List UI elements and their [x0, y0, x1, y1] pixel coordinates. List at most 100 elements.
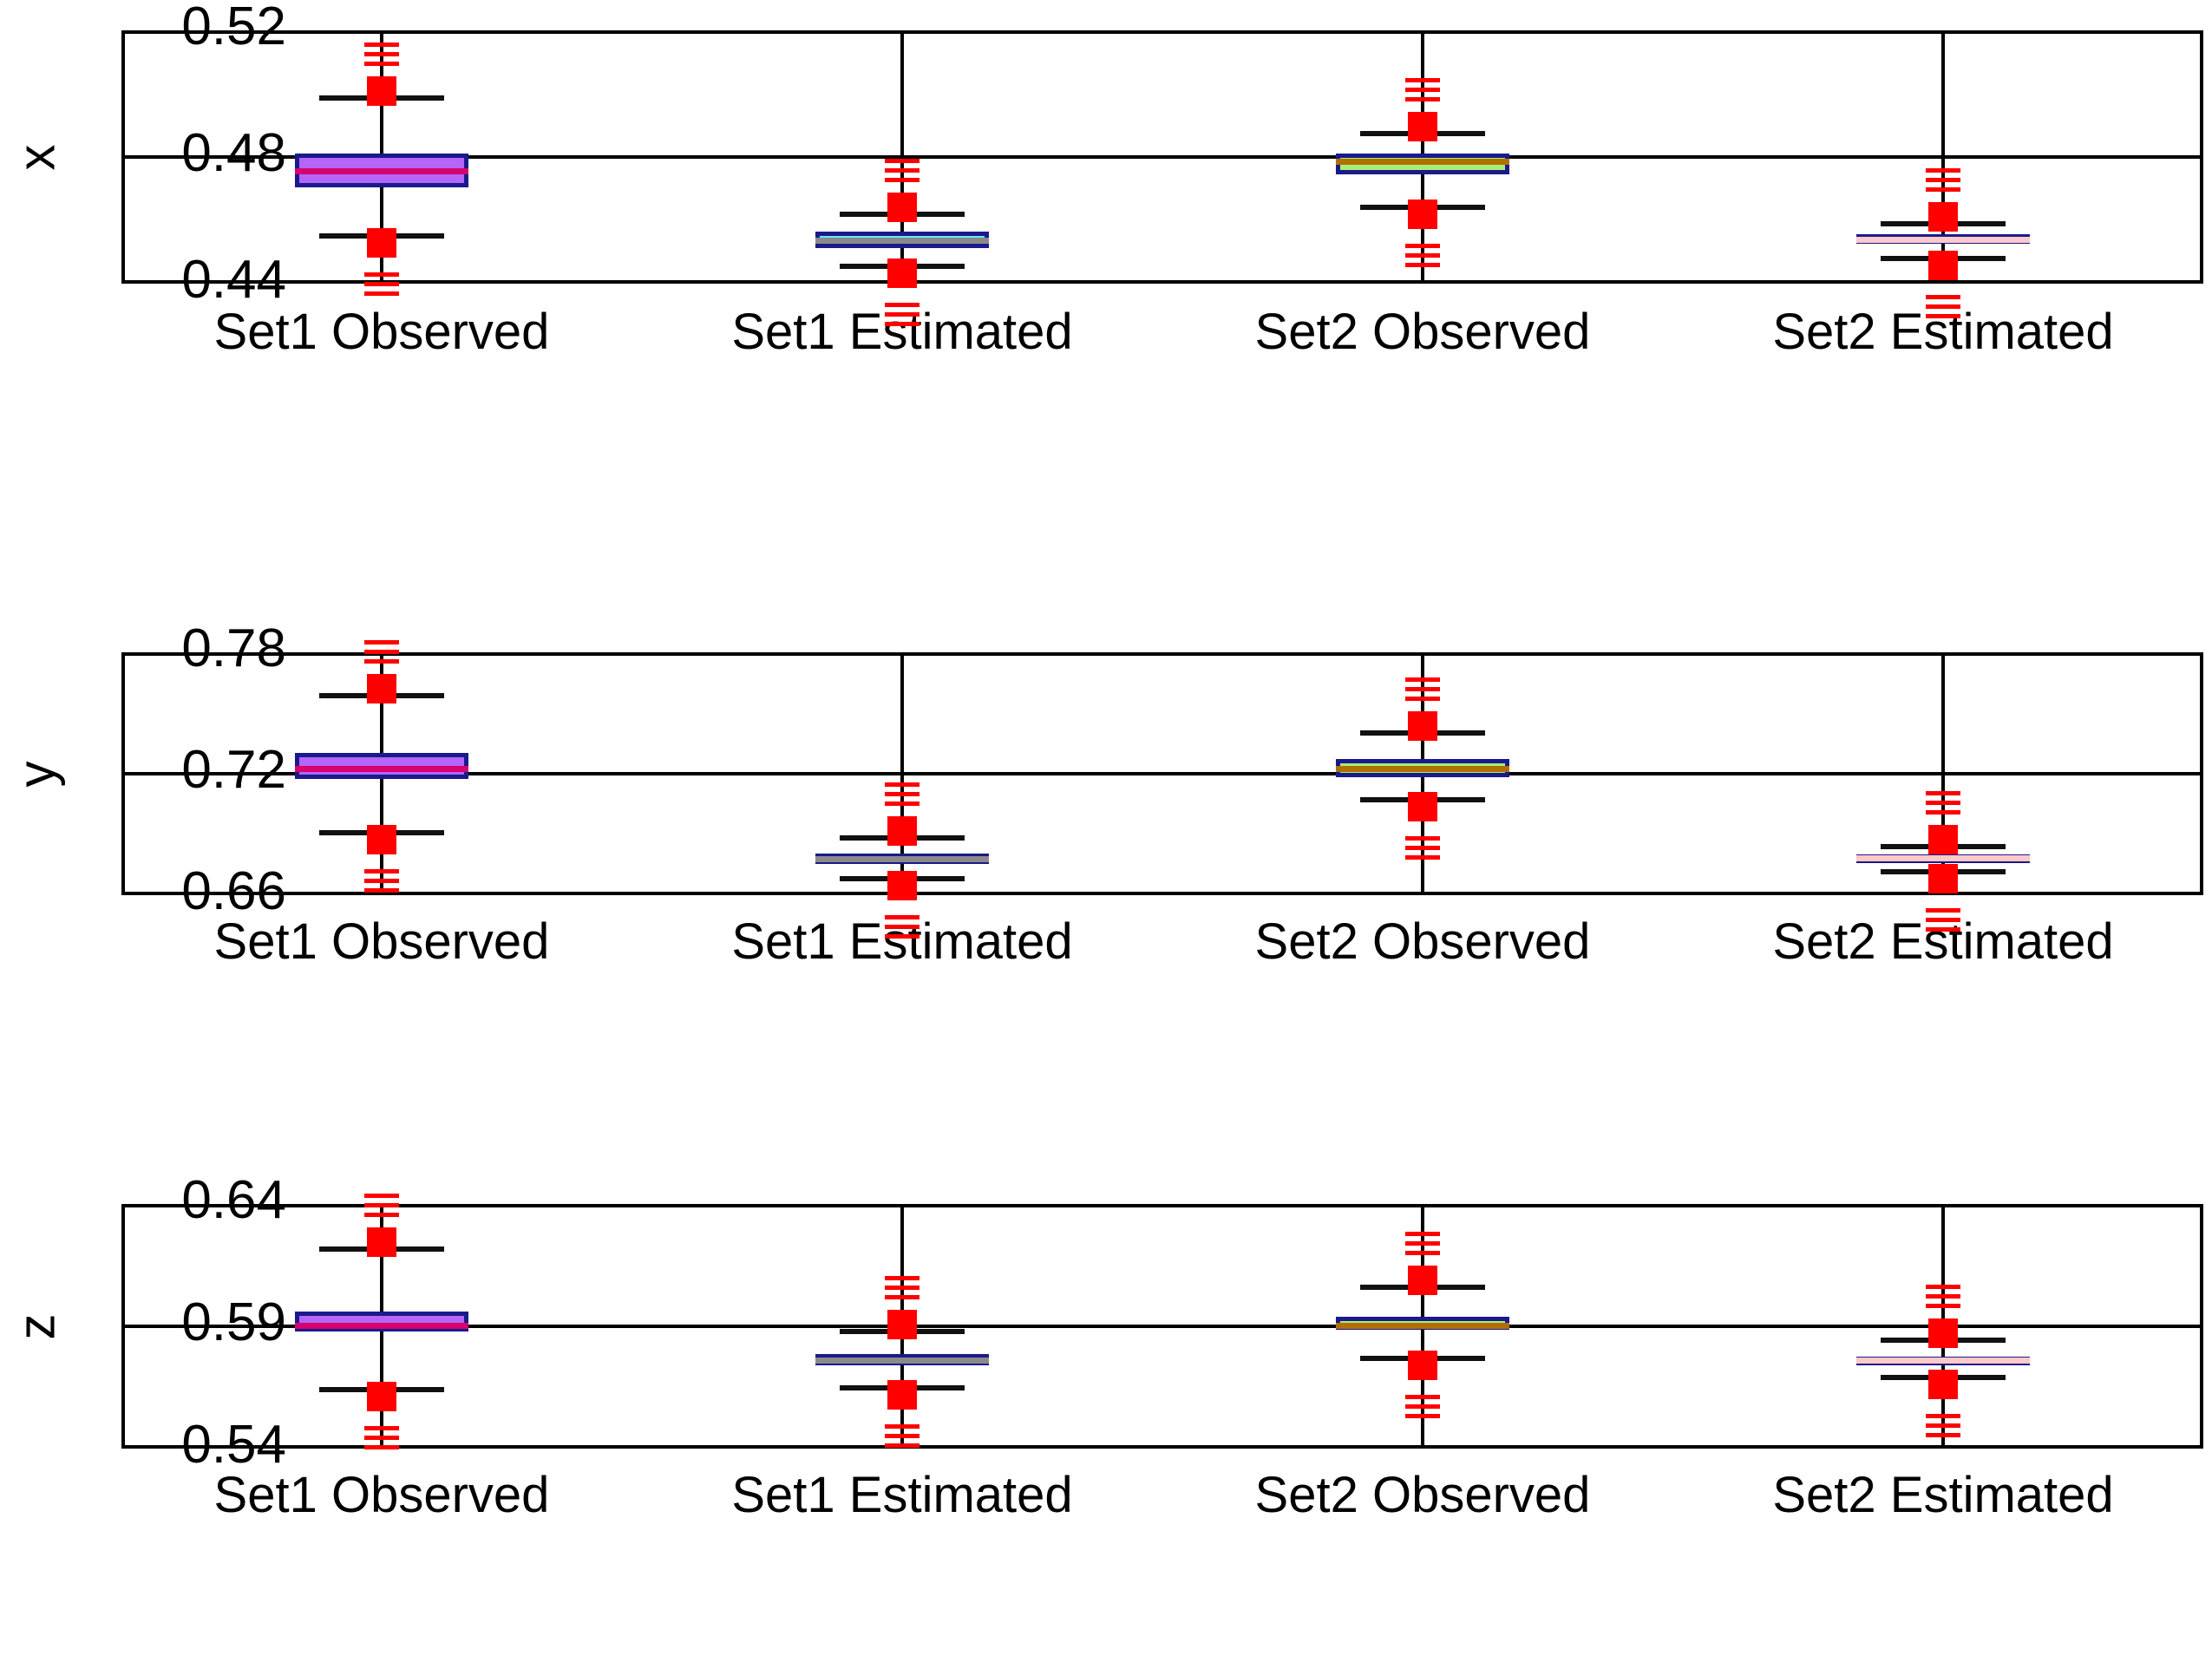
outlier-marker	[1408, 1350, 1437, 1380]
y-tick-label: 0.59	[181, 1292, 286, 1352]
median-line	[1856, 854, 2030, 861]
outlier-jitter-tick	[1405, 697, 1440, 702]
outlier-marker	[887, 1379, 917, 1410]
outlier-jitter-tick	[885, 1443, 919, 1448]
outlier-marker	[887, 1309, 917, 1339]
outlier-jitter-tick	[364, 1426, 399, 1431]
median-line	[1336, 766, 1509, 773]
outlier-jitter-tick	[1405, 77, 1440, 82]
x-tick-label: Set2 Estimated	[1772, 304, 2114, 360]
median-line	[295, 1322, 468, 1329]
outlier-marker	[1408, 111, 1437, 141]
outlier-jitter-tick	[885, 177, 919, 182]
outlier-jitter-tick	[885, 782, 919, 787]
outlier-marker	[367, 228, 396, 258]
outlier-jitter-tick	[1405, 1240, 1440, 1246]
outlier-jitter-tick	[1405, 87, 1440, 92]
outlier-jitter-tick	[364, 1203, 399, 1208]
median-line	[815, 237, 989, 244]
median-line	[815, 856, 989, 862]
outlier-jitter-tick	[885, 167, 919, 173]
outlier-jitter-tick	[885, 925, 919, 930]
median-line	[1336, 159, 1509, 166]
outlier-marker	[367, 1227, 396, 1258]
x-tick-label: Set2 Estimated	[1772, 1467, 2114, 1523]
outlier-jitter-tick	[364, 659, 399, 664]
y-tick-label: 0.52	[181, 0, 286, 56]
outlier-jitter-tick	[885, 321, 919, 326]
outlier-jitter-tick	[885, 934, 919, 939]
outlier-jitter-tick	[364, 887, 399, 893]
outlier-jitter-tick	[1405, 244, 1440, 249]
x-tick-label: Set2 Observed	[1254, 304, 1591, 360]
outlier-jitter-tick	[885, 791, 919, 796]
outlier-jitter-tick	[1405, 1231, 1440, 1236]
outlier-jitter-tick	[364, 1436, 399, 1441]
outlier-jitter-tick	[364, 650, 399, 655]
median-line	[295, 766, 468, 773]
outlier-jitter-tick	[1926, 918, 1960, 923]
outlier-jitter-tick	[1926, 294, 1960, 299]
outlier-jitter-tick	[1405, 1413, 1440, 1418]
y-gridline	[121, 772, 2203, 775]
y-tick-label: 0.54	[181, 1415, 286, 1475]
y-gridline	[121, 1325, 2203, 1328]
outlier-jitter-tick	[885, 302, 919, 307]
outlier-jitter-tick	[364, 272, 399, 278]
y-gridline	[121, 155, 2203, 159]
outlier-marker	[1408, 792, 1437, 822]
outlier-jitter-tick	[885, 1294, 919, 1299]
outlier-jitter-tick	[1405, 836, 1440, 841]
outlier-jitter-tick	[1405, 677, 1440, 683]
outlier-marker	[1928, 864, 1958, 894]
median-line	[1336, 1322, 1509, 1329]
category-center-line	[1941, 652, 1945, 895]
outlier-jitter-tick	[1926, 801, 1960, 805]
outlier-jitter-tick	[1926, 1303, 1960, 1308]
outlier-jitter-tick	[1405, 253, 1440, 258]
outlier-jitter-tick	[1405, 1250, 1440, 1255]
outlier-jitter-tick	[364, 52, 399, 57]
outlier-marker	[367, 824, 396, 854]
outlier-marker	[887, 815, 917, 846]
box-body	[295, 752, 468, 779]
outlier-jitter-tick	[364, 1445, 399, 1450]
outlier-jitter-tick	[364, 291, 399, 297]
category-center-line	[900, 652, 904, 895]
median-line	[295, 168, 468, 175]
outlier-marker	[887, 871, 917, 901]
outlier-marker	[1408, 200, 1437, 230]
outlier-marker	[1928, 250, 1958, 280]
outlier-jitter-tick	[1926, 1423, 1960, 1429]
category-center-line	[1941, 30, 1945, 284]
outlier-jitter-tick	[1926, 1293, 1960, 1299]
x-tick-label: Set1 Observed	[213, 913, 550, 970]
x-tick-label: Set2 Observed	[1254, 1467, 1591, 1523]
outlier-marker	[1928, 1370, 1958, 1400]
outlier-jitter-tick	[1926, 167, 1960, 173]
outlier-marker	[367, 1382, 396, 1412]
outlier-jitter-tick	[885, 915, 919, 920]
outlier-marker	[1928, 825, 1958, 854]
outlier-jitter-tick	[364, 868, 399, 873]
outlier-jitter-tick	[1405, 1403, 1440, 1409]
outlier-jitter-tick	[885, 1423, 919, 1429]
y-tick-label: 0.78	[181, 618, 286, 678]
x-tick-label: Set2 Estimated	[1772, 913, 2114, 970]
outlier-jitter-tick	[1926, 791, 1960, 795]
outlier-jitter-tick	[1926, 927, 1960, 932]
outlier-marker	[1928, 1318, 1958, 1348]
outlier-jitter-tick	[885, 1275, 919, 1280]
y-tick-label: 0.64	[181, 1170, 286, 1230]
outlier-jitter-tick	[364, 1194, 399, 1199]
outlier-jitter-tick	[364, 62, 399, 67]
outlier-jitter-tick	[364, 1213, 399, 1218]
outlier-jitter-tick	[364, 43, 399, 48]
y-tick-label: 0.44	[181, 250, 286, 310]
outlier-marker	[1928, 201, 1958, 232]
outlier-jitter-tick	[1926, 186, 1960, 192]
outlier-jitter-tick	[885, 1285, 919, 1290]
outlier-jitter-tick	[1405, 96, 1440, 101]
outlier-jitter-tick	[1926, 304, 1960, 309]
outlier-jitter-tick	[885, 1433, 919, 1438]
